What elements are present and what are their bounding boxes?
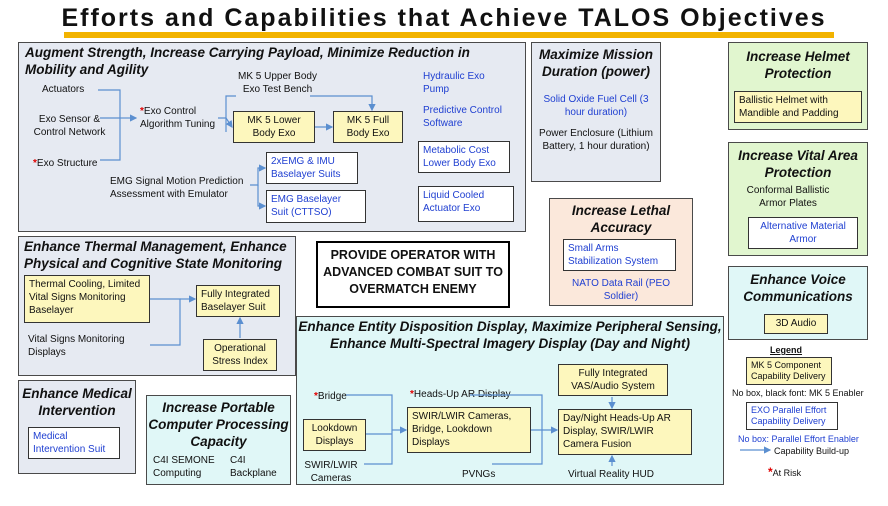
3d-audio-box: 3D Audio: [764, 314, 828, 334]
at-risk-star: *: [140, 106, 144, 117]
daynight-box: Day/Night Heads-Up AR Display, SWIR/LWIR…: [558, 409, 692, 455]
small-arms-box: Small Arms Stabilization System: [563, 239, 676, 271]
legend-no-box-blue: No box: Parallel Effort Enabler: [738, 434, 859, 444]
pvngs-label: PVNGs: [462, 469, 496, 480]
lookdown-box: Lookdown Displays: [303, 419, 366, 451]
at-risk-star: *: [314, 391, 318, 402]
mission-title: Maximize Mission Duration (power): [538, 47, 654, 79]
bridge-text: Bridge: [317, 391, 347, 402]
thermal-cooling-box: Thermal Cooling, Limited Vital Signs Mon…: [24, 275, 150, 323]
computing-panel: [146, 395, 291, 485]
computing-title: Increase Portable Computer Processing Ca…: [148, 400, 289, 449]
vital-displays-label: Vital Signs Monitoring Displays: [28, 334, 125, 358]
legend-buildup: Capability Build-up: [774, 446, 850, 456]
emg-assess-label: EMG Signal Motion Prediction Assessment …: [110, 176, 244, 200]
sofc-label: Solid Oxide Fuel Cell (3 hour duration): [543, 94, 649, 118]
exo-control-label: *Exo Control Algorithm Tuning: [140, 105, 220, 131]
swir-bridge-box: SWIR/LWIR Cameras, Bridge, Lookdown Disp…: [407, 407, 531, 453]
at-risk-star: *: [410, 389, 414, 400]
helmet-title: Increase Helmet Protection: [746, 49, 850, 81]
legend-mk5-box: MK 5 Component Capability Delivery: [746, 357, 832, 385]
vital-title: Increase Vital Area Protection: [738, 148, 858, 180]
entity-title: Enhance Entity Disposition Display, Maxi…: [298, 319, 722, 351]
exo-control-text: Exo Control Algorithm Tuning: [140, 106, 216, 130]
vas-box: Fully Integrated VAS/Audio System: [558, 364, 668, 396]
legend-at-risk: *At Risk: [768, 465, 801, 479]
at-risk-text: At Risk: [772, 468, 802, 478]
swir-cameras-label: SWIR/LWIR Cameras: [304, 460, 358, 484]
hydraulic-label: Hydraulic Exo Pump: [423, 71, 485, 95]
emg-imu-box: 2xEMG & IMU Baselayer Suits: [266, 152, 358, 184]
lethal-title: Increase Lethal Accuracy: [571, 203, 671, 235]
vr-hud-label: Virtual Reality HUD: [568, 469, 654, 480]
c4i-backplane-label: C4I Backplane: [230, 455, 277, 479]
stress-index-box: Operational Stress Index: [203, 339, 277, 371]
mk5-upper-label: MK 5 Upper Body Exo Test Bench: [238, 71, 317, 95]
helmet-box: Ballistic Helmet with Mandible and Paddi…: [734, 91, 862, 123]
legend-exo-box: EXO Parallel Effort Capability Delivery: [746, 402, 838, 430]
legend-no-box-black: No box, black font: MK 5 Enabler: [732, 388, 864, 398]
predictive-label: Predictive Control Software: [423, 105, 502, 129]
thermal-title: Enhance Thermal Management, Enhance Phys…: [24, 239, 287, 271]
liquid-box: Liquid Cooled Actuator Exo: [418, 186, 514, 222]
alt-armor-box: Alternative Material Armor: [748, 217, 858, 249]
bridge-label: *Bridge: [314, 390, 347, 403]
c4i-semone-label: C4I SEMONE Computing: [153, 455, 215, 479]
medical-title: Enhance Medical Intervention: [22, 386, 132, 418]
power-label: Power Enclosure (Lithium Battery, 1 hour…: [539, 128, 653, 152]
mk5-full-box: MK 5 Full Body Exo: [333, 111, 403, 143]
nato-label: NATO Data Rail (PEO Soldier): [572, 278, 670, 302]
emg-baselayer-box: EMG Baselayer Suit (CTTSO): [266, 190, 366, 223]
title-underline: [64, 32, 834, 38]
actuators-label: Actuators: [42, 84, 85, 95]
armor-plates-label: Conformal Ballistic Armor Plates: [746, 185, 830, 209]
mk5-lower-box: MK 5 Lower Body Exo: [233, 111, 315, 143]
at-risk-star: *: [768, 465, 773, 479]
voice-title: Enhance Voice Communications: [743, 272, 853, 304]
at-risk-star: *: [33, 158, 37, 169]
exo-structure-label: *Exo Structure: [33, 157, 98, 170]
hud-label: *Heads-Up AR Display: [410, 388, 511, 401]
center-statement: PROVIDE OPERATOR WITH ADVANCED COMBAT SU…: [316, 241, 510, 308]
metabolic-box: Metabolic Cost Lower Body Exo: [418, 141, 510, 173]
page-title: Efforts and Capabilities that Achieve TA…: [61, 4, 827, 32]
augment-title: Augment Strength, Increase Carrying Payl…: [25, 45, 470, 77]
hud-text: Heads-Up AR Display: [413, 389, 511, 400]
baselayer-box: Fully Integrated Baselayer Suit: [196, 285, 280, 317]
exo-structure-text: Exo Structure: [36, 158, 98, 169]
medical-suit-box: Medical Intervention Suit: [28, 427, 120, 459]
legend-title: Legend: [770, 345, 803, 355]
mission-panel: [531, 42, 661, 182]
exo-sensor-label: Exo Sensor & Control Network: [33, 114, 106, 138]
